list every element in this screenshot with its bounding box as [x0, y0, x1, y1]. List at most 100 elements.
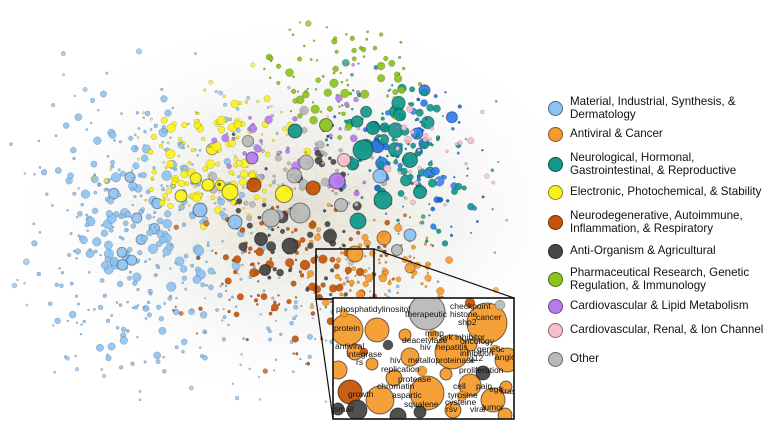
network-node [306, 87, 309, 91]
network-edge [267, 165, 285, 208]
network-node [165, 148, 176, 159]
zoom-term: mmp [425, 328, 444, 338]
network-node [75, 256, 78, 260]
legend-item: Neurological, Hormonal,Gastrointestinal,… [548, 151, 772, 177]
network-node [365, 37, 369, 41]
network-node [357, 243, 363, 248]
network-node [491, 207, 494, 211]
network-node [172, 308, 180, 316]
network-node [31, 240, 38, 247]
network-node [435, 178, 439, 183]
network-node [164, 210, 172, 218]
network-node [251, 262, 255, 267]
zoom-term: small [334, 404, 354, 414]
network-node [221, 134, 230, 143]
network-edge [264, 140, 366, 206]
network-node [365, 357, 379, 371]
network-node [430, 206, 436, 212]
network-node [291, 230, 294, 234]
network-node [74, 354, 77, 358]
network-node [334, 198, 348, 212]
network-node [88, 248, 92, 252]
network-node [423, 133, 429, 139]
network-node [171, 106, 175, 110]
network-edge [207, 244, 293, 246]
network-node [205, 159, 215, 169]
network-node [222, 207, 226, 211]
network-node [363, 269, 368, 274]
legend-label: Other [570, 352, 599, 366]
network-node [314, 88, 318, 91]
network-node [239, 277, 243, 281]
network-node [238, 242, 248, 252]
network-node [221, 183, 239, 201]
network-node [116, 259, 129, 271]
network-node [288, 268, 293, 273]
network-node [171, 308, 175, 312]
network-node [294, 296, 298, 299]
network-node [368, 169, 372, 173]
network-node [90, 97, 96, 103]
network-node [96, 343, 104, 352]
network-node [108, 131, 117, 139]
network-node [306, 270, 315, 278]
network-node [325, 26, 328, 29]
zoom-inset: phosphatidylinositoltherapeuticcheckpoin… [332, 297, 515, 420]
network-node [391, 244, 403, 256]
network-edge [122, 191, 262, 232]
network-node [343, 292, 348, 297]
network-edge [228, 138, 262, 242]
network-node [260, 133, 264, 136]
network-node [297, 113, 303, 119]
network-node [424, 285, 428, 288]
network-node [373, 190, 393, 210]
network-node [175, 296, 178, 300]
network-node [306, 333, 313, 340]
network-node [167, 296, 173, 301]
network-node [395, 125, 399, 130]
network-node [45, 192, 49, 196]
network-node [394, 158, 398, 161]
network-node [296, 90, 300, 93]
network-node [350, 107, 354, 111]
zoom-term: tyrosine [448, 390, 478, 400]
network-node [338, 127, 342, 131]
network-node [54, 134, 58, 138]
network-edge [218, 152, 344, 261]
network-node [102, 293, 107, 298]
network-node [177, 137, 183, 142]
network-node [320, 149, 325, 154]
network-edge [345, 177, 439, 185]
network-node [217, 292, 223, 298]
network-node [146, 300, 151, 305]
network-node [291, 33, 295, 37]
network-node [324, 221, 331, 228]
network-node [326, 115, 329, 118]
network-node [341, 111, 346, 116]
network-node [334, 273, 341, 280]
network-node [322, 209, 327, 213]
network-node [144, 316, 148, 320]
network-node [164, 109, 172, 117]
network-node [382, 339, 394, 351]
network-node [392, 277, 396, 280]
network-node [74, 294, 78, 298]
network-node [268, 183, 272, 187]
network-node [136, 304, 140, 307]
network-node [136, 287, 140, 292]
network-node [406, 105, 414, 113]
network-node [352, 139, 374, 161]
network-node [262, 368, 268, 374]
network-node [339, 251, 344, 255]
network-node [150, 133, 157, 141]
network-node [372, 45, 378, 51]
network-node [305, 20, 312, 27]
network-node [427, 175, 432, 179]
network-node [174, 345, 179, 350]
network-node [427, 161, 433, 167]
network-edge [191, 238, 319, 343]
network-node [339, 71, 342, 75]
network-node [174, 305, 177, 309]
network-node [243, 200, 249, 206]
network-node [385, 160, 390, 164]
